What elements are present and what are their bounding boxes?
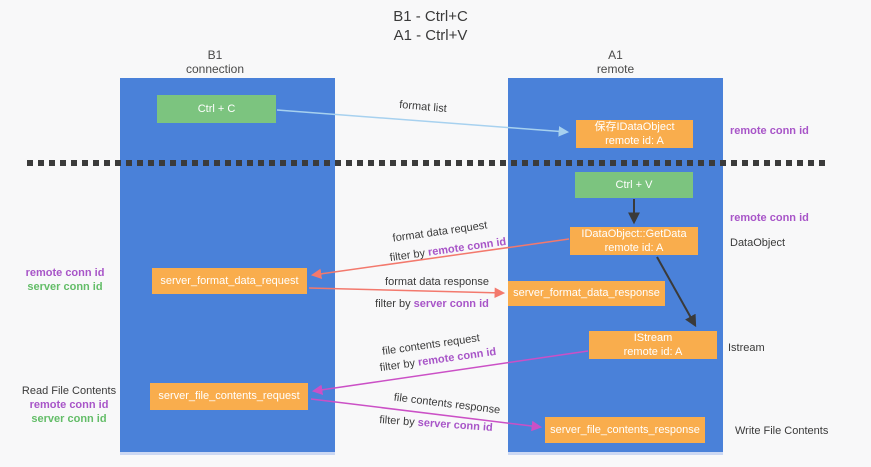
- lane-a1-role: remote: [596, 62, 635, 77]
- label-write-file-contents: Write File Contents: [735, 425, 828, 437]
- node-save-idataobject: 保存IDataObject remote id: A: [576, 120, 693, 148]
- node-getdata-line2: remote id: A: [604, 242, 664, 254]
- label-istream-text: Istream: [728, 342, 765, 354]
- label-remote-conn-id-mid-right: remote conn id: [730, 212, 809, 224]
- label-block-conn-ids: remote conn id server conn id: [20, 266, 110, 294]
- server-conn-id-text: server conn id: [417, 416, 494, 434]
- label-dataobject: DataObject: [730, 237, 785, 249]
- node-file-response-label: server_file_contents_response: [550, 423, 700, 436]
- node-getdata-line1: IDataObject::GetData: [581, 227, 687, 240]
- lane-a1-name: A1: [608, 48, 623, 62]
- filter-by-text: filter by: [389, 246, 429, 265]
- server-conn-id-text: server conn id: [27, 281, 103, 293]
- label-format-list: format list: [399, 99, 448, 115]
- label-istream: Istream: [728, 342, 765, 354]
- node-file-request-label: server_file_contents_request: [158, 390, 300, 403]
- label-file-contents-response: file contents response: [393, 392, 501, 417]
- title-line-1: B1 - Ctrl+C: [393, 8, 468, 25]
- label-dataobject-text: DataObject: [730, 237, 786, 249]
- filter-by-text: filter by: [375, 298, 414, 310]
- title-line-2: A1 - Ctrl+V: [393, 26, 468, 44]
- node-istream-line1: IStream: [633, 331, 673, 344]
- label-file-contents-response-text: file contents response: [393, 391, 501, 417]
- diagram-title: B1 - Ctrl+C A1 - Ctrl+V: [0, 8, 861, 46]
- node-server-file-contents-request: server_file_contents_request: [150, 383, 308, 410]
- node-istream-line2: remote id: A: [623, 346, 683, 358]
- label-write-file-contents-text: Write File Contents: [735, 425, 829, 437]
- lane-b1-role: connection: [185, 62, 245, 77]
- node-server-file-contents-response: server_file_contents_response: [545, 417, 705, 443]
- node-server-format-data-response: server_format_data_response: [508, 281, 665, 306]
- remote-conn-id-text: remote conn id: [25, 267, 105, 279]
- node-ctrl-v-label: Ctrl + V: [615, 178, 653, 191]
- label-remote-conn-id-top-right: remote conn id: [730, 125, 809, 137]
- remote-conn-id-text: remote conn id: [427, 235, 507, 259]
- lane-b1-name: B1: [207, 48, 223, 62]
- arrow-format-data-response: [308, 287, 506, 299]
- node-save-idataobject-line2: remote id: A: [605, 135, 664, 147]
- node-format-response-label: server_format_data_response: [513, 287, 660, 300]
- node-ctrl-c: Ctrl + C: [157, 95, 276, 123]
- label-block-read-file-contents: Read File Contents remote conn id server…: [16, 384, 122, 426]
- server-conn-id-text: server conn id: [413, 298, 489, 310]
- remote-conn-id-text: remote conn id: [730, 212, 809, 224]
- remote-conn-id-text: remote conn id: [730, 125, 809, 137]
- remote-conn-id-text: remote conn id: [29, 399, 109, 411]
- filter-by-text: filter by: [378, 414, 419, 429]
- label-read-file-contents-text: Read File Contents: [21, 385, 117, 397]
- server-conn-id-text: server conn id: [31, 413, 107, 425]
- label-filter-by-server-1: filter by server conn id: [375, 298, 489, 310]
- lane-header-a1: A1 remote: [508, 48, 723, 77]
- label-format-data-response-text: format data response: [385, 276, 489, 288]
- node-save-idataobject-line1: 保存IDataObject: [594, 120, 675, 133]
- node-istream: IStream remote id: A: [589, 331, 717, 359]
- lane-header-b1: B1 connection: [120, 48, 310, 77]
- node-ctrl-v: Ctrl + V: [575, 172, 693, 198]
- node-format-request-label: server_format_data_request: [160, 274, 299, 287]
- label-format-data-response: format data response: [385, 276, 489, 288]
- label-format-list-text: format list: [398, 98, 448, 116]
- label-filter-by-server-2: filter by server conn id: [379, 414, 493, 434]
- node-idataobject-getdata: IDataObject::GetData remote id: A: [570, 227, 698, 255]
- filter-by-text: filter by: [379, 356, 419, 375]
- node-ctrl-c-label: Ctrl + C: [197, 102, 236, 115]
- node-server-format-data-request: server_format_data_request: [152, 268, 307, 294]
